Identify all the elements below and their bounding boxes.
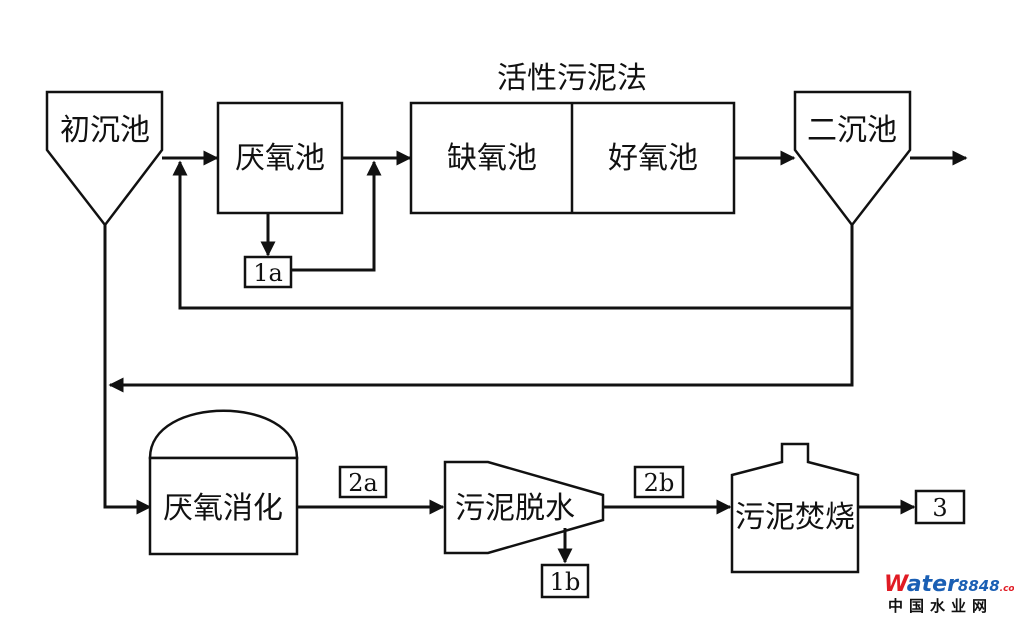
- svg-text:Water8848.com: Water8848.com: [884, 572, 1014, 597]
- diagram-title: 活性污泥法: [497, 61, 647, 96]
- tag-2a-box: 2a: [338, 465, 388, 499]
- tag-1b-label: 1b: [550, 568, 581, 596]
- watermark-w: W: [884, 572, 910, 597]
- aerobic-tank-label: 好氧池: [608, 141, 698, 176]
- anaerobic-digestion-tank: 厌氧消化: [148, 409, 299, 556]
- watermark-com: .com: [1000, 584, 1014, 594]
- tag-1b-box: 1b: [540, 563, 590, 599]
- tag-3-box: 3: [914, 489, 966, 525]
- activated-sludge-tank: 缺氧池 好氧池: [409, 101, 736, 215]
- flow-return-sludge: [172, 160, 854, 310]
- watermark-logo: Water8848.com 中国水业网: [884, 572, 1014, 615]
- primary-clarifier-label: 初沉池: [60, 113, 150, 148]
- sludge-dewatering-unit: 污泥脱水: [443, 460, 605, 555]
- anaerobic-digestion-label: 厌氧消化: [163, 491, 283, 526]
- watermark-number: 8848: [958, 577, 1000, 595]
- primary-clarifier: 初沉池: [45, 90, 164, 228]
- flow-excess-sludge: [108, 308, 854, 393]
- anaerobic-tank: 厌氧池: [216, 101, 344, 215]
- anaerobic-tank-label: 厌氧池: [235, 141, 325, 176]
- tag-2b-box: 2b: [633, 465, 685, 499]
- tag-3-label: 3: [932, 494, 947, 522]
- tag-1a-label: 1a: [253, 259, 283, 287]
- sludge-incinerator: 污泥焚烧: [730, 442, 860, 574]
- watermark-ater: ater: [907, 572, 959, 597]
- sludge-incineration-label: 污泥焚烧: [735, 500, 855, 535]
- flow-1a-return: [291, 160, 382, 272]
- tag-2a-label: 2a: [348, 469, 378, 497]
- secondary-clarifier-label: 二沉池: [807, 113, 897, 148]
- tag-1a-box: 1a: [243, 255, 293, 289]
- sludge-dewatering-label: 污泥脱水: [455, 491, 575, 526]
- tag-2b-label: 2b: [644, 469, 675, 497]
- anoxic-tank-label: 缺氧池: [447, 141, 537, 176]
- watermark-site-name: 中国水业网: [888, 597, 993, 615]
- flow-to-digestion: [103, 385, 152, 515]
- secondary-clarifier: 二沉池: [793, 90, 912, 228]
